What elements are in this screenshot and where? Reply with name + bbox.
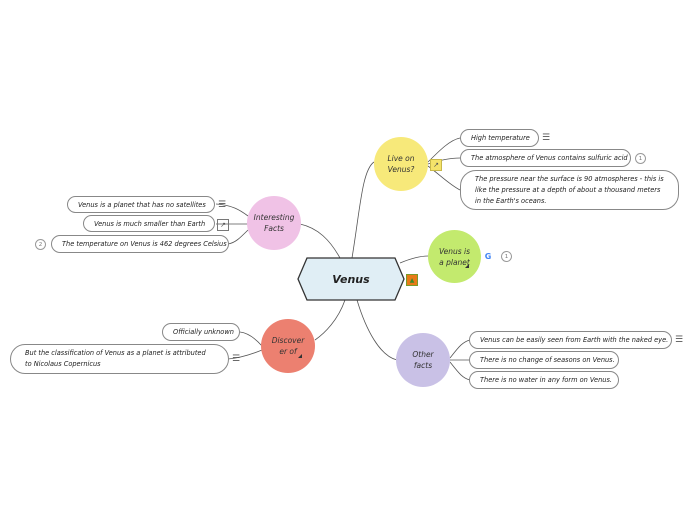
connector-discover-leaf2 <box>227 349 263 360</box>
topic-interesting-facts[interactable]: Interesting Facts <box>247 196 301 250</box>
leaf-high-temperature[interactable]: High temperature <box>460 129 539 147</box>
leaf-no-satellites[interactable]: Venus is a planet that has no satellites <box>67 196 215 213</box>
collapse-corner-icon[interactable] <box>298 354 302 358</box>
leaf-temperature-462-text: The temperature on Venus is 462 degrees … <box>62 240 227 248</box>
topic-venus-is-a-planet-label: Venus is a planet <box>438 246 471 267</box>
topic-live-on-venus-label: Live on Venus? <box>387 154 415 174</box>
notes-icon[interactable]: ☰ <box>674 335 684 345</box>
leaf-no-water-text: There is no water in any form on Venus. <box>480 376 612 384</box>
leaf-smaller-than-earth[interactable]: Venus is much smaller than Earth <box>83 215 215 232</box>
leaf-no-seasons-text: There is no change of seasons on Venus. <box>480 356 615 364</box>
leaf-naked-eye[interactable]: Venus can be easily seen from Earth with… <box>469 331 672 349</box>
external-link-icon[interactable]: ↗ <box>217 219 229 231</box>
topic-interesting-facts-label: Interesting Facts <box>253 213 295 233</box>
connector-other-leaf3 <box>449 361 471 381</box>
leaf-no-satellites-text: Venus is a planet that has no satellites <box>78 200 206 209</box>
badge-acid: 1 <box>635 153 646 164</box>
connector-central-discover <box>314 299 346 341</box>
topic-discoverer-of[interactable]: Discover er of <box>261 319 315 373</box>
leaf-naked-eye-text: Venus can be easily seen from Earth with… <box>480 336 669 344</box>
badge-temp: 2 <box>35 239 46 250</box>
connector-central-planet <box>399 255 429 264</box>
central-topic[interactable]: Venus <box>297 257 405 301</box>
connector-central-facts <box>299 223 341 259</box>
notes-icon[interactable]: ☰ <box>231 354 241 364</box>
central-topic-shape <box>297 257 405 301</box>
leaf-sulfuric-acid-text: The atmosphere of Venus contains sulfuri… <box>471 154 628 162</box>
leaf-copernicus[interactable]: But the classification of Venus as a pla… <box>10 344 229 374</box>
notes-icon[interactable]: ☰ <box>541 133 551 143</box>
central-topic-label: Venus <box>332 272 370 286</box>
connector-facts-leaf3 <box>227 229 249 245</box>
leaf-no-water[interactable]: There is no water in any form on Venus. <box>469 371 619 389</box>
leaf-temperature-462[interactable]: The temperature on Venus is 462 degrees … <box>51 235 229 253</box>
leaf-officially-unknown-text: Officially unknown <box>173 328 234 336</box>
topic-discoverer-of-label: Discover er of <box>271 336 305 356</box>
leaf-smaller-than-earth-text: Venus is much smaller than Earth <box>94 219 206 228</box>
topic-live-on-venus[interactable]: Live on Venus? <box>374 137 428 191</box>
leaf-sulfuric-acid[interactable]: The atmosphere of Venus contains sulfuri… <box>460 149 631 167</box>
badge-planet: 1 <box>501 251 512 262</box>
leaf-pressure-text: The pressure near the surface is 90 atmo… <box>475 174 664 205</box>
collapse-corner-icon[interactable] <box>465 264 469 268</box>
leaf-high-temperature-text: High temperature <box>471 134 530 142</box>
notes-icon[interactable]: ☰ <box>217 200 227 210</box>
topic-venus-is-a-planet[interactable]: Venus is a planet <box>428 230 481 283</box>
connector-central-live <box>351 161 375 259</box>
leaf-no-seasons[interactable]: There is no change of seasons on Venus. <box>469 351 619 369</box>
connector-other-leaf1 <box>449 339 471 359</box>
external-link-icon[interactable]: ↗ <box>430 159 442 171</box>
connector-central-other <box>356 299 398 361</box>
leaf-copernicus-text: But the classification of Venus as a pla… <box>25 349 206 368</box>
leaf-officially-unknown[interactable]: Officially unknown <box>162 323 240 341</box>
topic-other-facts-label: Other facts <box>412 350 434 370</box>
leaf-pressure[interactable]: The pressure near the surface is 90 atmo… <box>460 170 679 210</box>
connector-facts-leaf1 <box>215 203 249 217</box>
connector-discover-leaf1 <box>239 331 263 347</box>
google-icon[interactable]: G <box>484 251 492 261</box>
image-icon[interactable]: ▲ <box>406 274 418 286</box>
topic-other-facts[interactable]: Other facts <box>396 333 450 387</box>
